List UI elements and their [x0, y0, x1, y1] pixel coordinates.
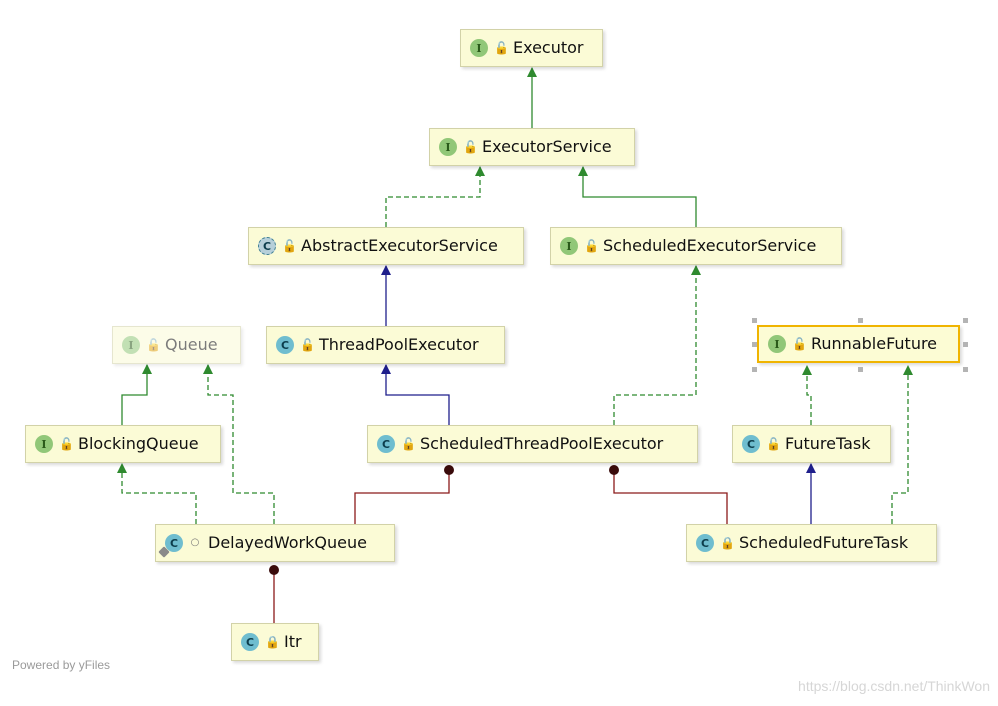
- node-scheduled-future-task[interactable]: C 🔒 ScheduledFutureTask: [686, 524, 937, 562]
- selection-handle[interactable]: [752, 318, 757, 323]
- selection-handle[interactable]: [752, 342, 757, 347]
- edge-interface-extends: [121, 364, 152, 425]
- public-unlock-icon: 🔓: [282, 239, 297, 253]
- public-unlock-icon: 🔓: [401, 437, 416, 451]
- node-blocking-queue[interactable]: I 🔓 BlockingQueue: [25, 425, 221, 463]
- edge-implements: [117, 463, 197, 524]
- edge-inner-class: [613, 466, 728, 524]
- node-scheduled-thread-pool-executor[interactable]: C 🔓 ScheduledThreadPoolExecutor: [367, 425, 698, 463]
- selection-handle[interactable]: [963, 367, 968, 372]
- node-executor[interactable]: I 🔓 Executor: [460, 29, 603, 67]
- interface-icon: I: [122, 336, 140, 354]
- node-executor-service[interactable]: I 🔓 ExecutorService: [429, 128, 635, 166]
- public-unlock-icon: 🔓: [146, 338, 161, 352]
- class-icon: C: [241, 633, 259, 651]
- class-icon: C: [696, 534, 714, 552]
- edge-implements: [613, 265, 701, 425]
- inner-class-dot: [444, 465, 454, 475]
- edge-implements: [891, 365, 913, 524]
- interface-icon: I: [470, 39, 488, 57]
- public-unlock-icon: 🔓: [59, 437, 74, 451]
- interface-icon: I: [768, 335, 786, 353]
- node-label: Executor: [513, 38, 584, 57]
- node-label: Queue: [165, 335, 218, 354]
- node-label: DelayedWorkQueue: [208, 533, 367, 552]
- node-label: ScheduledExecutorService: [603, 236, 817, 255]
- node-queue[interactable]: I 🔓 Queue: [112, 326, 241, 364]
- node-label: ScheduledFutureTask: [739, 533, 909, 552]
- node-label: FutureTask: [785, 434, 871, 453]
- node-label: RunnableFuture: [811, 334, 938, 353]
- node-delayed-work-queue[interactable]: C ○ DelayedWorkQueue: [155, 524, 395, 562]
- interface-icon: I: [35, 435, 53, 453]
- public-unlock-icon: 🔓: [766, 437, 781, 451]
- node-runnable-future[interactable]: I 🔓 RunnableFuture: [757, 325, 960, 363]
- public-unlock-icon: 🔓: [463, 140, 478, 154]
- node-label: Itr: [284, 632, 302, 651]
- public-unlock-icon: 🔓: [584, 239, 599, 253]
- package-private-icon: ○: [190, 537, 200, 548]
- edge-implements: [802, 365, 812, 425]
- node-scheduled-executor-service[interactable]: I 🔓 ScheduledExecutorService: [550, 227, 842, 265]
- node-future-task[interactable]: C 🔓 FutureTask: [732, 425, 891, 463]
- edge-inner-class: [354, 466, 450, 524]
- class-icon: C: [742, 435, 760, 453]
- selection-handle[interactable]: [963, 342, 968, 347]
- public-unlock-icon: 🔓: [300, 338, 315, 352]
- node-itr[interactable]: C 🔒 Itr: [231, 623, 319, 661]
- selection-handle[interactable]: [752, 367, 757, 372]
- static-overlay-icon: [158, 546, 170, 558]
- node-thread-pool-executor[interactable]: C 🔓 ThreadPoolExecutor: [266, 326, 505, 364]
- class-icon: C: [276, 336, 294, 354]
- inner-class-dot: [269, 565, 279, 575]
- private-lock-icon: 🔒: [720, 536, 735, 550]
- public-unlock-icon: 🔓: [792, 337, 807, 351]
- abstract-class-icon: C: [258, 237, 276, 255]
- edge-implements: [385, 166, 485, 227]
- node-label: ScheduledThreadPoolExecutor: [420, 434, 664, 453]
- interface-icon: I: [439, 138, 457, 156]
- watermark: https://blog.csdn.net/ThinkWon: [798, 678, 990, 694]
- powered-by-label: Powered by yFiles: [12, 658, 111, 672]
- class-icon: C: [377, 435, 395, 453]
- inner-class-dot: [609, 465, 619, 475]
- edge-implements: [203, 364, 275, 524]
- node-label: ExecutorService: [482, 137, 612, 156]
- public-unlock-icon: 🔓: [494, 41, 509, 55]
- selection-handle[interactable]: [858, 367, 863, 372]
- selection-handle[interactable]: [963, 318, 968, 323]
- node-abstract-executor-service[interactable]: C 🔓 AbstractExecutorService: [248, 227, 524, 265]
- edge-interface-extends: [578, 166, 697, 227]
- selection-handle[interactable]: [858, 318, 863, 323]
- node-label: ThreadPoolExecutor: [319, 335, 479, 354]
- interface-icon: I: [560, 237, 578, 255]
- private-lock-icon: 🔒: [265, 635, 280, 649]
- class-icon: C: [158, 534, 183, 558]
- edge-class-extends: [381, 364, 450, 425]
- node-label: AbstractExecutorService: [301, 236, 498, 255]
- node-label: BlockingQueue: [78, 434, 199, 453]
